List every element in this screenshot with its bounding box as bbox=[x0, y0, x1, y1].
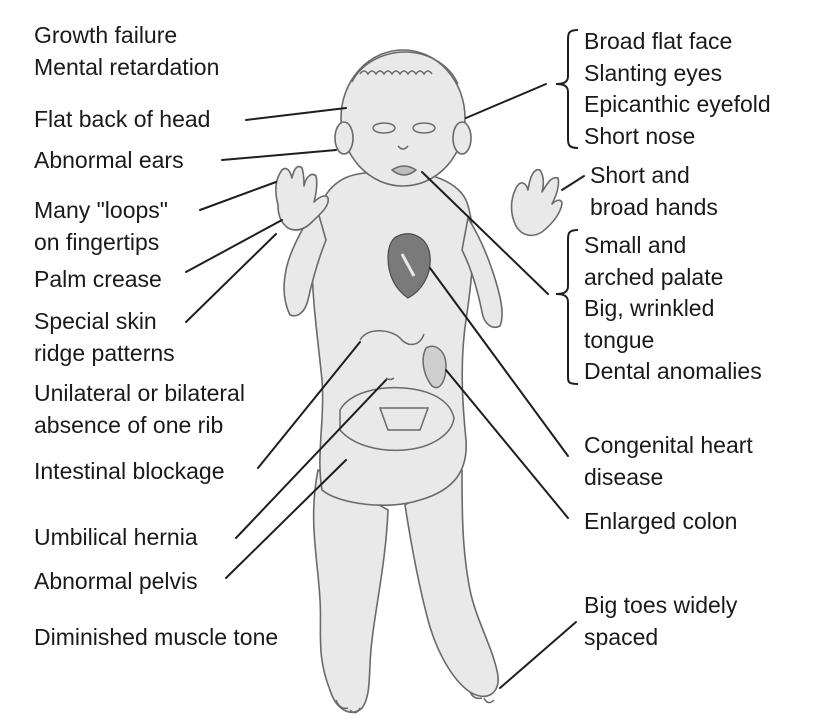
leader-flat-back-of-head bbox=[246, 108, 346, 120]
label-abnormal-pelvis: Abnormal pelvis bbox=[34, 566, 198, 598]
left-leg bbox=[314, 470, 388, 712]
label-palm-crease: Palm crease bbox=[34, 264, 162, 296]
infant-figure bbox=[276, 50, 562, 712]
label-tongue-1: Big, wrinkled bbox=[584, 293, 762, 325]
label-intestinal-blockage: Intestinal blockage bbox=[34, 456, 225, 488]
label-special-skin: Special skin ridge patterns bbox=[34, 306, 175, 369]
label-abnormal-ears: Abnormal ears bbox=[34, 145, 184, 177]
right-leg bbox=[405, 470, 498, 696]
bracket-face bbox=[556, 30, 578, 148]
label-epicanthic-eyefold: Epicanthic eyefold bbox=[584, 89, 771, 121]
label-face-group: Broad flat face Slanting eyes Epicanthic… bbox=[584, 26, 771, 152]
leader-face-group bbox=[466, 84, 546, 118]
label-mouth-group: Small and arched palate Big, wrinkled to… bbox=[584, 230, 762, 388]
right-ear bbox=[453, 122, 471, 154]
label-congenital-heart-disease: Congenital heart disease bbox=[584, 430, 753, 493]
leader-hands bbox=[562, 176, 584, 190]
label-short-nose: Short nose bbox=[584, 121, 771, 153]
leader-palm-crease bbox=[186, 220, 282, 272]
label-dental-anomalies: Dental anomalies bbox=[584, 356, 762, 388]
label-tongue-2: tongue bbox=[584, 325, 762, 357]
label-growth-failure: Growth failure Mental retardation bbox=[34, 20, 219, 83]
bracket-mouth bbox=[556, 230, 578, 384]
label-slanting-eyes: Slanting eyes bbox=[584, 58, 771, 90]
leader-many-loops bbox=[200, 182, 276, 210]
label-flat-back-of-head: Flat back of head bbox=[34, 104, 210, 136]
label-diminished-muscle-tone: Diminished muscle tone bbox=[34, 622, 278, 654]
leader-abnormal-ears bbox=[222, 150, 336, 160]
label-big-toes: Big toes widely spaced bbox=[584, 590, 737, 653]
label-short-broad-hands: Short and broad hands bbox=[590, 160, 718, 223]
label-broad-flat-face: Broad flat face bbox=[584, 26, 771, 58]
label-palate-2: arched palate bbox=[584, 262, 762, 294]
label-palate-1: Small and bbox=[584, 230, 762, 262]
label-absence-of-rib: Unilateral or bilateral absence of one r… bbox=[34, 378, 245, 441]
torso bbox=[312, 172, 473, 505]
left-ear bbox=[335, 122, 353, 154]
label-enlarged-colon: Enlarged colon bbox=[584, 506, 737, 538]
label-many-loops: Many "loops" on fingertips bbox=[34, 195, 168, 258]
label-mental-retardation: Mental retardation bbox=[34, 52, 219, 84]
leader-big-toes bbox=[500, 622, 576, 688]
label-umbilical-hernia: Umbilical hernia bbox=[34, 522, 198, 554]
right-hand bbox=[512, 170, 563, 236]
